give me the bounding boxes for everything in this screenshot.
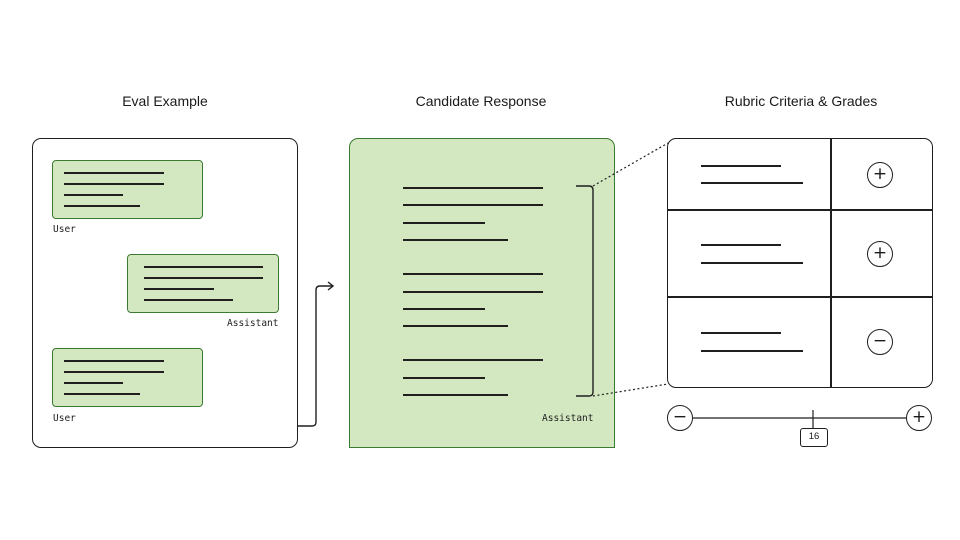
- text-line: [403, 187, 543, 189]
- text-line: [144, 299, 233, 301]
- scale-minus-icon: −: [667, 405, 693, 431]
- assistant-role-label: Assistant: [542, 413, 594, 424]
- text-line: [403, 308, 485, 310]
- text-line: [64, 183, 164, 185]
- text-line: [403, 359, 543, 361]
- criterion-text-line: [701, 350, 803, 352]
- text-line: [64, 393, 140, 395]
- text-line: [64, 371, 164, 373]
- rubric-row-divider: [668, 209, 932, 211]
- user-message-bubble: [52, 160, 203, 219]
- text-line: [64, 194, 123, 196]
- user-role-label: User: [53, 224, 76, 235]
- assistant-message-bubble: [127, 254, 279, 313]
- candidate-response-panel: [349, 138, 615, 448]
- candidate-response-heading: Candidate Response: [415, 93, 547, 109]
- text-line: [64, 172, 164, 174]
- flow-arrow: [298, 285, 332, 427]
- plus-icon: +: [867, 241, 893, 267]
- text-line: [144, 288, 214, 290]
- text-line: [144, 266, 263, 268]
- text-line: [64, 360, 164, 362]
- flow-arrowhead: [327, 281, 335, 291]
- text-line: [403, 394, 508, 396]
- text-line: [403, 325, 508, 327]
- text-line: [403, 239, 508, 241]
- user-message-bubble: [52, 348, 203, 407]
- text-line: [403, 377, 485, 379]
- score-value: 16: [800, 428, 828, 447]
- criterion-text-line: [701, 182, 803, 184]
- rubric-column-divider: [830, 139, 832, 387]
- assistant-role-label: Assistant: [227, 318, 279, 329]
- text-line: [64, 205, 140, 207]
- text-line: [403, 273, 543, 275]
- eval-example-heading: Eval Example: [122, 93, 208, 109]
- eval-example-panel: [32, 138, 298, 448]
- rubric-row-divider: [668, 296, 932, 298]
- text-line: [144, 277, 263, 279]
- user-role-label: User: [53, 413, 76, 424]
- criterion-text-line: [701, 244, 781, 246]
- text-line: [403, 222, 485, 224]
- text-line: [403, 291, 543, 293]
- criterion-text-line: [701, 262, 803, 264]
- plus-icon: +: [867, 162, 893, 188]
- text-line: [64, 382, 123, 384]
- minus-icon: −: [867, 329, 893, 355]
- rubric-table: [667, 138, 933, 388]
- criterion-text-line: [701, 165, 781, 167]
- rubric-heading: Rubric Criteria & Grades: [724, 93, 878, 109]
- criterion-text-line: [701, 332, 781, 334]
- scale-plus-icon: +: [906, 405, 932, 431]
- text-line: [403, 204, 543, 206]
